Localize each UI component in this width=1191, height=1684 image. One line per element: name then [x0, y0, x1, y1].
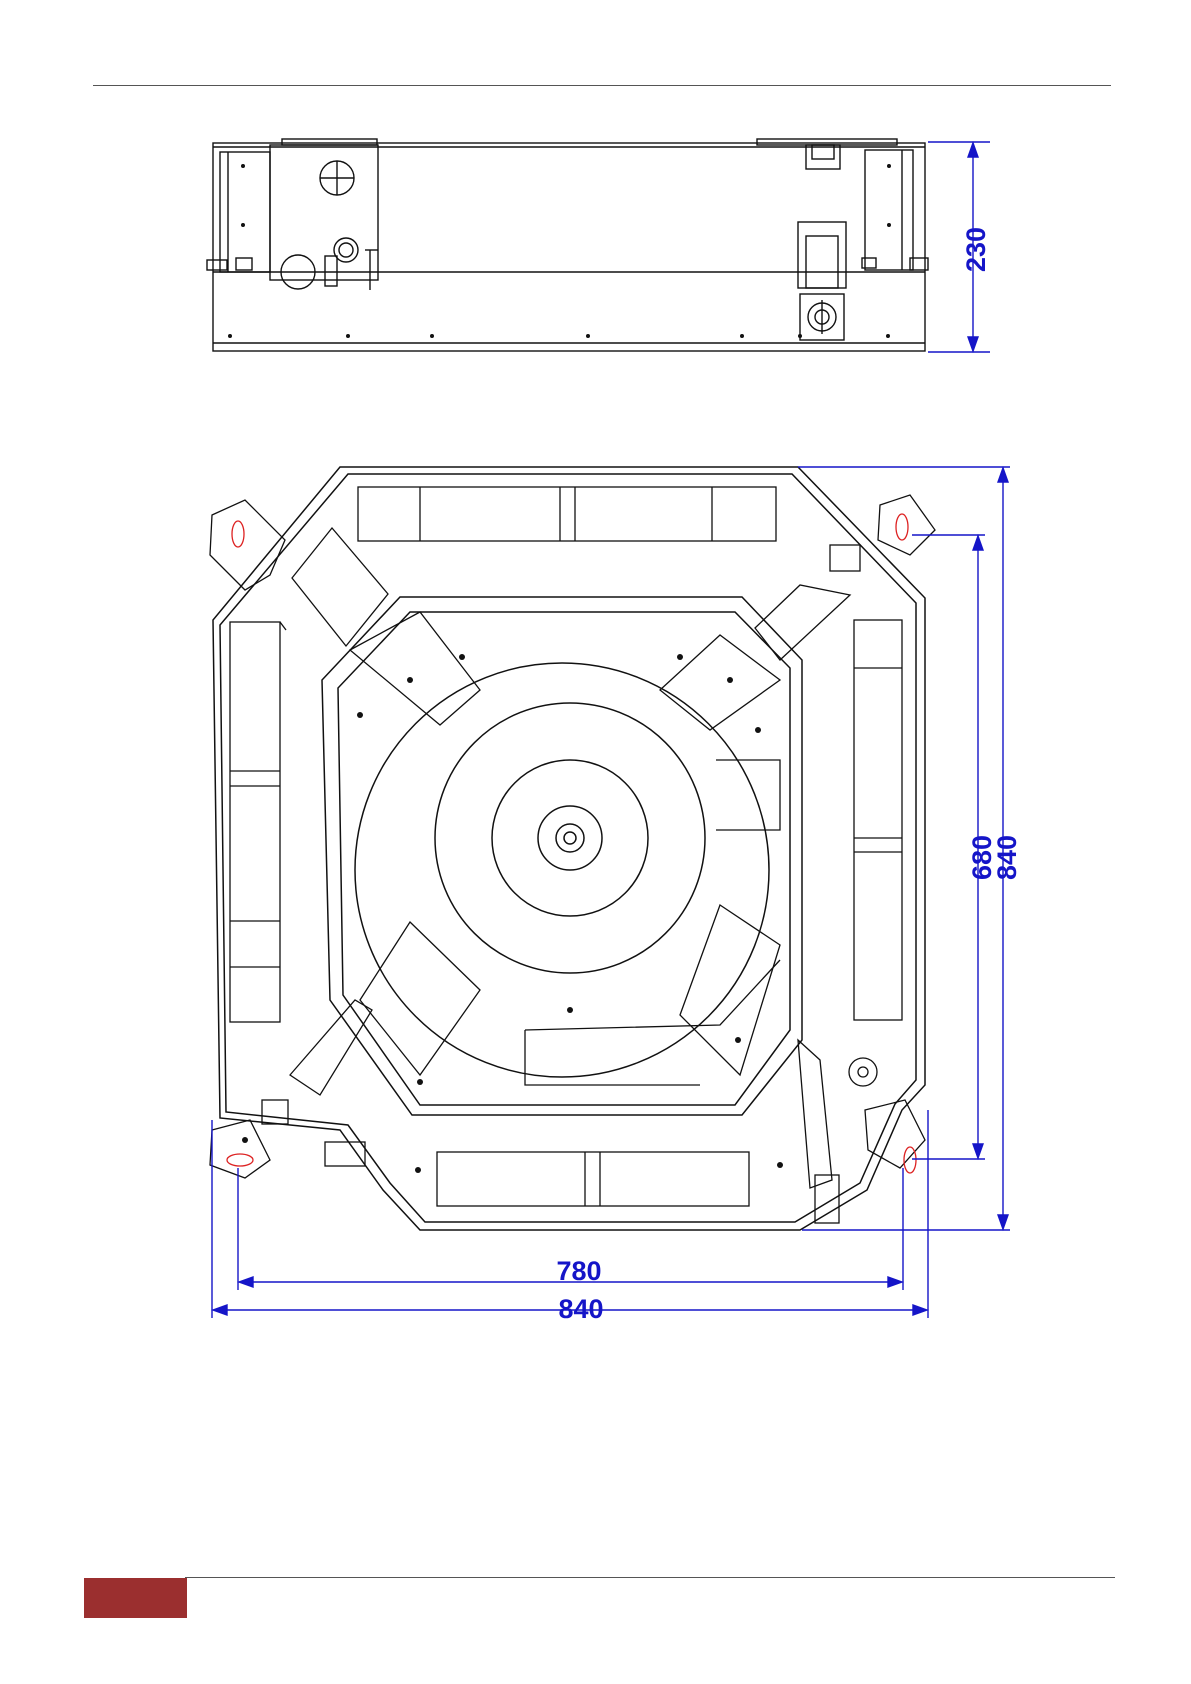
bottom-view-diagonal-ducts [290, 528, 850, 1188]
dimension-840-vertical-label: 840 [992, 835, 1022, 880]
bottom-view-vents [230, 487, 902, 1206]
dimension-840-horizontal-label: 840 [558, 1294, 603, 1324]
side-view-unit [207, 139, 928, 351]
footer-rule [185, 1577, 1115, 1578]
dimension-780-label: 780 [556, 1256, 601, 1286]
bottom-view-corner-brackets [210, 495, 935, 1223]
bottom-view-outline [213, 467, 925, 1230]
footer-accent-block [84, 1578, 187, 1618]
dimension-840-horizontal [212, 1110, 928, 1318]
dimension-230-label: 230 [961, 227, 991, 272]
side-view-rivets [228, 164, 891, 338]
